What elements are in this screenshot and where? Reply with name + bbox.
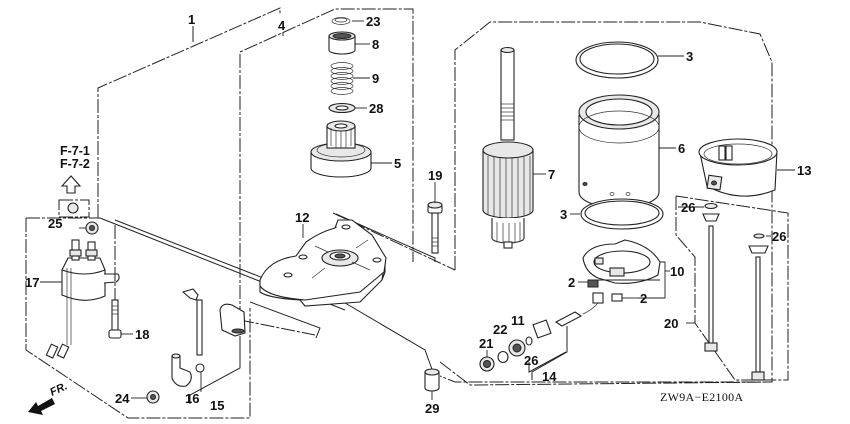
callout-3-lower[interactable]: 3	[560, 207, 567, 222]
solenoid-part	[45, 239, 120, 359]
callout-18[interactable]: 18	[135, 327, 149, 342]
front-arrow-icon	[28, 398, 55, 415]
o-ring-upper-part	[575, 41, 659, 79]
group-frame-4	[239, 8, 414, 336]
callout-labels: 1 4 23 8 9 28 5 19 12 29 7 3 6 3 13 26 2…	[25, 12, 811, 416]
callout-7[interactable]: 7	[548, 167, 555, 182]
callout-5[interactable]: 5	[394, 156, 401, 171]
callout-11[interactable]: 11	[511, 313, 525, 328]
callout-8[interactable]: 8	[372, 37, 379, 52]
callout-19[interactable]: 19	[428, 168, 442, 183]
flange-nut-22-part	[146, 390, 160, 404]
callout-17[interactable]: 17	[25, 275, 39, 290]
flange-nut-23-part	[85, 221, 99, 235]
callout-26-terminal[interactable]: 26	[524, 353, 538, 368]
callout-21[interactable]: 21	[479, 336, 493, 351]
yoke-part	[578, 94, 660, 209]
flange-bolt-19-part	[427, 201, 443, 254]
callout-16[interactable]: 16	[185, 391, 199, 406]
callout-23[interactable]: 25	[48, 216, 62, 231]
front-bracket-part	[259, 219, 387, 307]
callout-15[interactable]: 15	[210, 398, 224, 413]
callout-14[interactable]: 14	[542, 369, 557, 384]
cable-part	[171, 288, 205, 387]
armature-part	[482, 46, 534, 249]
snap-ring-part	[331, 17, 351, 25]
through-bolt-part	[702, 202, 769, 381]
brushes-part	[587, 279, 623, 302]
terminal-cover-part	[189, 303, 246, 404]
callout-4[interactable]: 4	[278, 18, 286, 33]
up-arrow-icon	[60, 175, 82, 194]
flange-bolt-18-part	[108, 225, 122, 339]
callout-2-b[interactable]: 2	[640, 291, 647, 306]
rear-cover-part	[698, 138, 778, 197]
reference-box-icon	[58, 199, 90, 218]
stop-collar-part	[328, 31, 356, 55]
group-frame-19	[439, 21, 773, 383]
group-frame-20	[675, 195, 789, 381]
terminal-hardware-part	[479, 336, 567, 373]
front-direction-indicator: FR.	[28, 380, 69, 415]
spring-part	[330, 62, 354, 95]
callout-22[interactable]: 24	[115, 391, 130, 406]
leader-lines	[40, 20, 795, 400]
callout-10[interactable]: 10	[670, 264, 684, 279]
callout-3-upper[interactable]: 3	[686, 49, 693, 64]
brush-holder-part	[582, 239, 661, 284]
group-frame-1	[26, 7, 281, 219]
reference-note[interactable]: F-7-1 F-7-2	[58, 144, 90, 218]
callout-12[interactable]: 12	[295, 210, 309, 225]
callout-27[interactable]: 28	[369, 101, 383, 116]
callout-26-bolt-b[interactable]: 26	[772, 229, 786, 244]
terminal-part	[531, 292, 604, 380]
o-ring-lower-part	[580, 198, 664, 230]
reference-line-2[interactable]: F-7-2	[60, 157, 90, 171]
pinion-gear-part	[310, 120, 372, 178]
callout-20[interactable]: 20	[664, 316, 678, 331]
diagram-code: ZW9A−E2100A	[660, 390, 743, 404]
callout-1[interactable]: 1	[188, 12, 195, 27]
callout-26-bolt-a[interactable]: 26	[681, 200, 695, 215]
thrust-washer-part	[328, 102, 356, 114]
front-label: FR.	[48, 380, 69, 398]
callout-6[interactable]: 6	[678, 141, 685, 156]
callout-9[interactable]: 9	[372, 71, 379, 86]
callout-2-a[interactable]: 2	[568, 275, 575, 290]
callout-25[interactable]: 23	[366, 14, 380, 29]
reference-line-1[interactable]: F-7-1	[60, 144, 90, 158]
callout-13[interactable]: 13	[797, 163, 811, 178]
callout-28[interactable]: 29	[425, 401, 439, 416]
dowel-pin-part	[424, 368, 440, 392]
callout-24[interactable]: 22	[493, 322, 507, 337]
assembly-lines	[249, 212, 773, 386]
